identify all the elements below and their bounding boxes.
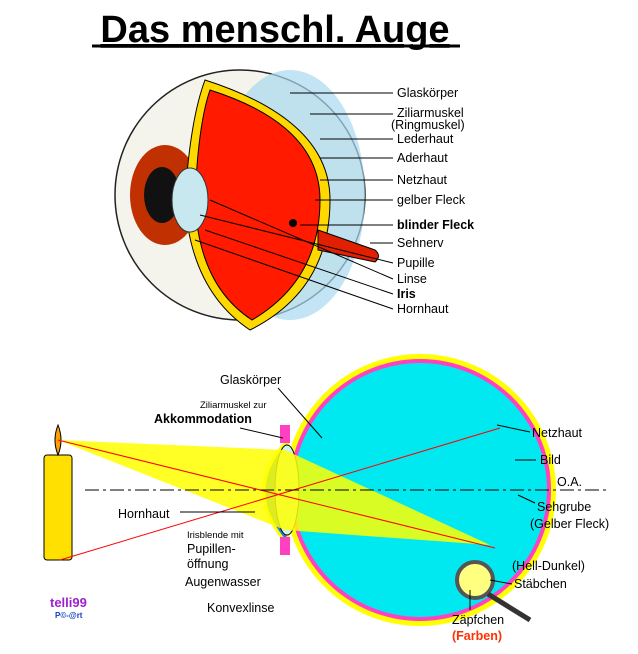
top-labels: Glaskörper Ziliarmuskel (Ringmuskel) Led… <box>391 86 474 316</box>
ray-top <box>57 439 496 549</box>
bottom-eye-illustration <box>43 354 610 626</box>
label-hornhaut: Hornhaut <box>397 302 449 316</box>
logo: telli99 P©-@rt <box>50 595 87 620</box>
page-title: Das menschl. Auge <box>100 9 449 51</box>
top-eye-illustration <box>114 69 394 331</box>
label-ziliarmuskel: Ziliarmuskel <box>397 106 464 120</box>
label-farben: (Farben) <box>452 629 502 643</box>
lens <box>171 167 209 233</box>
label-optical-axis: O.A. <box>557 475 582 489</box>
label-sehnerv: Sehnerv <box>397 236 444 250</box>
label-ringmuskel: (Ringmuskel) <box>391 118 465 132</box>
label-bild: Bild <box>540 453 561 467</box>
label-linse: Linse <box>397 272 427 286</box>
label-glaskoerper: Glaskörper <box>397 86 458 100</box>
label-akkommodation: Akkommodation <box>154 412 252 426</box>
logo-text: telli99 <box>50 595 87 610</box>
label-gelber-fleck-2: (Gelber Fleck) <box>530 517 609 531</box>
label-blinder-fleck: blinder Fleck <box>397 218 474 232</box>
label-staebchen: Stäbchen <box>514 577 567 591</box>
label-zaepfchen: Zäpfchen <box>452 613 504 627</box>
magnifier-handle <box>486 591 532 623</box>
label-sehgrube: Sehgrube <box>537 500 591 514</box>
label-lederhaut: Lederhaut <box>397 132 454 146</box>
light-cone-refracted <box>285 450 490 545</box>
label-ziliarmuskel-zur: Ziliarmuskel zur <box>200 400 267 411</box>
logo-sub: P©-@rt <box>55 611 83 620</box>
label-irisblende: Irisblende mit <box>187 530 244 541</box>
label-konvexlinse: Konvexlinse <box>207 601 274 615</box>
light-cone-incoming <box>58 440 285 530</box>
label-aderhaut: Aderhaut <box>397 151 448 165</box>
label-augenwasser: Augenwasser <box>185 575 261 589</box>
label-netzhaut-2: Netzhaut <box>532 426 583 440</box>
pupil <box>144 167 180 223</box>
optic-nerve <box>317 229 379 263</box>
magnifier-icon <box>455 560 495 600</box>
blind-spot <box>289 219 297 227</box>
bottom-labels: Glaskörper Ziliarmuskel zur Akkommodatio… <box>118 373 609 643</box>
label-iris: Iris <box>397 287 416 301</box>
ciliary-muscle-top <box>280 425 290 443</box>
ciliary-muscle-bottom <box>280 537 290 555</box>
label-glaskoerper-2: Glaskörper <box>220 373 281 387</box>
label-netzhaut: Netzhaut <box>397 173 448 187</box>
label-gelber-fleck: gelber Fleck <box>397 193 466 207</box>
label-pupillen: Pupillen- <box>187 542 236 556</box>
ray-bottom <box>59 427 501 561</box>
label-hell-dunkel: (Hell-Dunkel) <box>512 559 585 573</box>
label-pupille: Pupille <box>397 256 435 270</box>
label-oeffnung: öffnung <box>187 557 229 571</box>
candle <box>43 454 73 561</box>
label-hornhaut-2: Hornhaut <box>118 507 170 521</box>
